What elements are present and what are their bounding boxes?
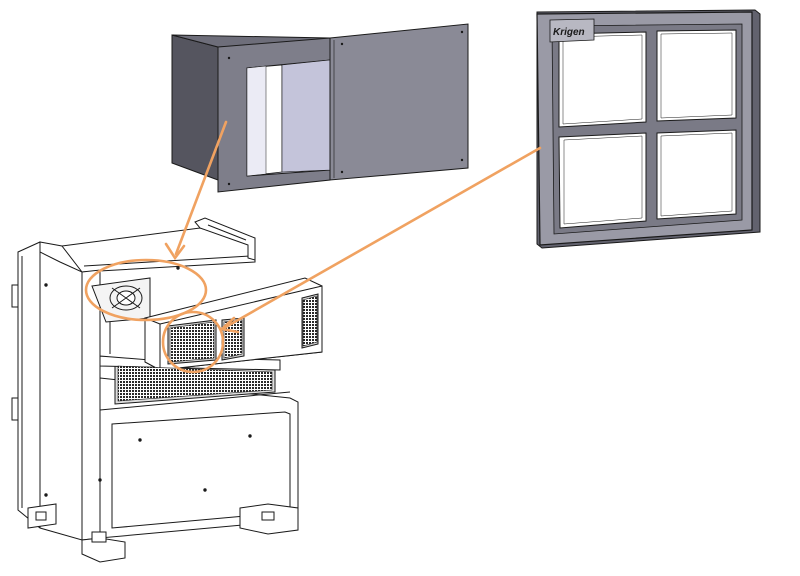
filter-frame-icon: Krigen — [536, 9, 761, 249]
callout-ellipse-blower — [84, 258, 208, 322]
filter-grille-left — [169, 321, 215, 363]
arrow-head-filter — [219, 316, 240, 334]
duct-hood-icon — [171, 23, 469, 193]
arrow-head-duct — [164, 242, 186, 261]
arrow-duct-to-blower — [174, 120, 228, 256]
arrow-filter-to-grille — [222, 146, 542, 330]
lower-grille — [117, 365, 273, 402]
callouts — [84, 120, 542, 374]
filter-logo-text: Krigen — [553, 27, 585, 38]
logo-plate — [549, 18, 595, 43]
side-grille — [302, 295, 318, 347]
callout-ellipse-grille — [161, 310, 225, 374]
